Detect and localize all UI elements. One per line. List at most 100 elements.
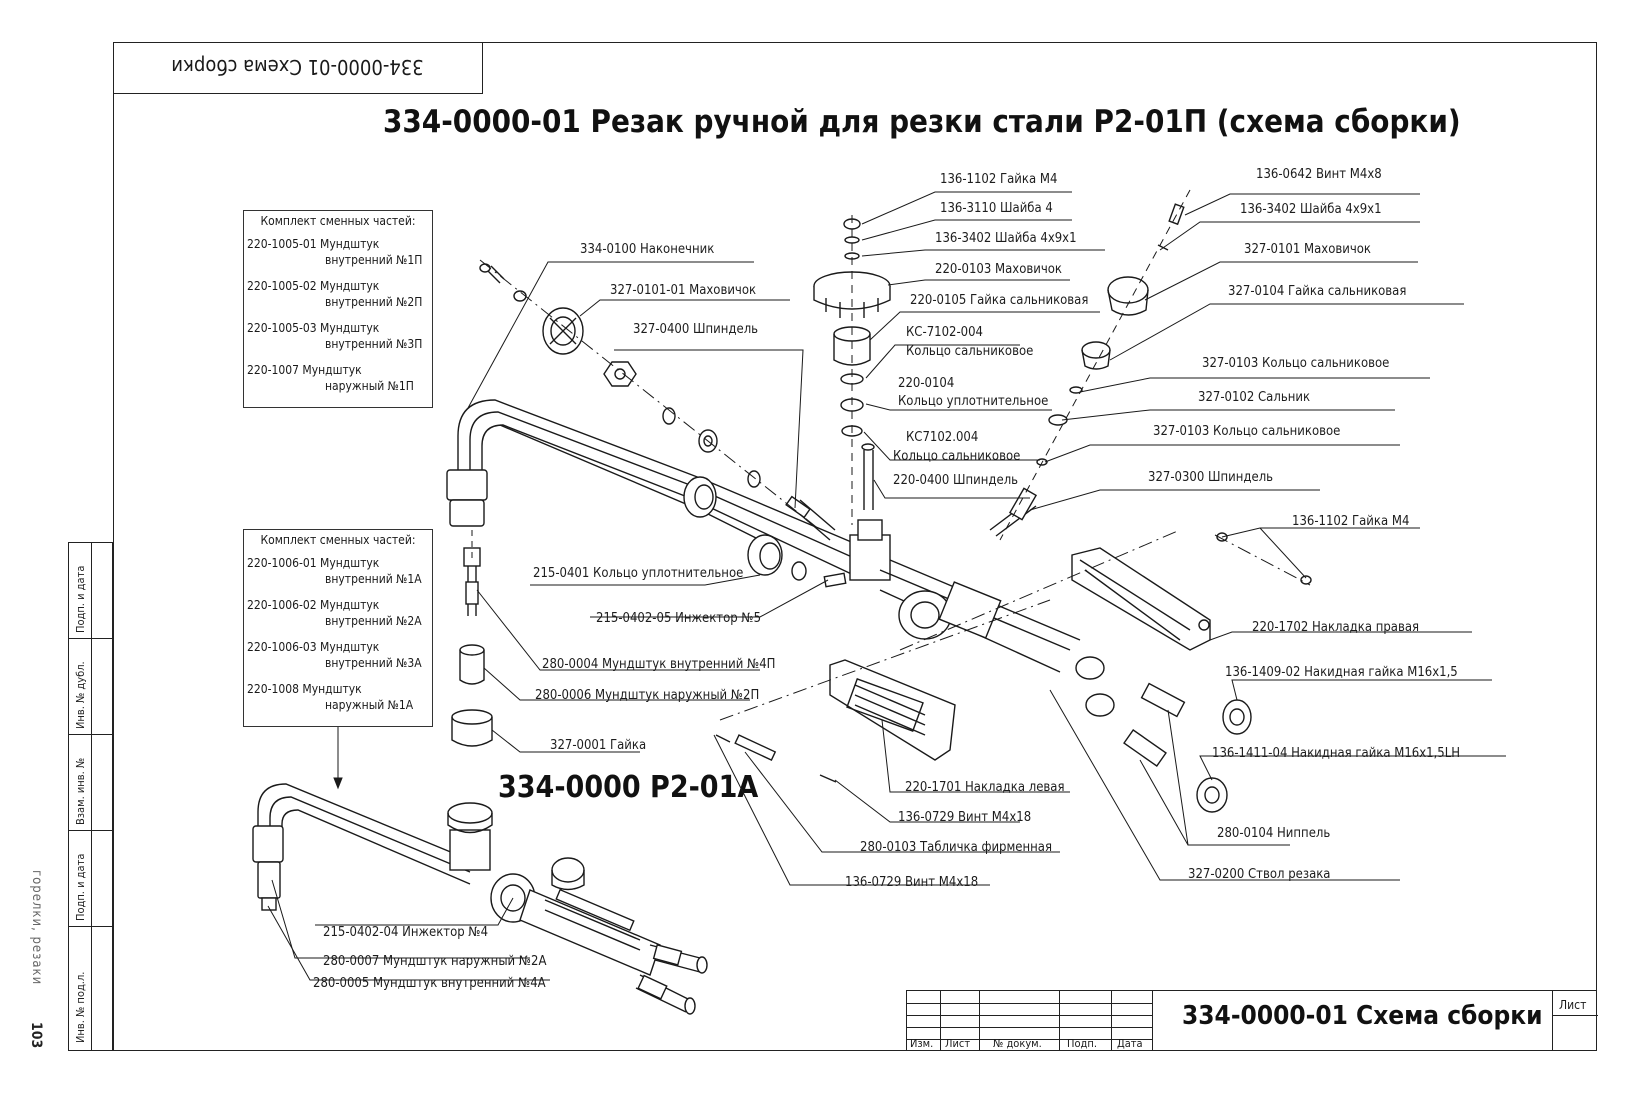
nut-m4-right	[1217, 534, 1311, 583]
gland	[1048, 414, 1068, 426]
left-side-strip: Подп. и дата Инв. № дубл. Взам. инв. № П…	[68, 542, 113, 1051]
left-exploded-parts	[479, 263, 761, 488]
secondary-title: 334-0000 Р2-01А	[498, 770, 759, 805]
tb-col-doc: № докум.	[993, 1037, 1042, 1050]
callout-ring-0104-1: 220-0104	[898, 376, 955, 391]
leader-lines	[267, 191, 1506, 981]
handwheel-0101	[1107, 276, 1149, 304]
screw-head	[479, 263, 491, 273]
tb-col-date: Дата	[1117, 1037, 1143, 1050]
callout-gland-ring-0103-a: 327-0103 Кольцо сальниковое	[1202, 356, 1390, 371]
callout-cover-left: 220-1701 Накладка левая	[905, 780, 1065, 795]
handwheel-0103	[825, 298, 879, 318]
callout-nut-m4-right: 136-1102 Гайка М4	[1292, 514, 1410, 529]
strip-label: Подп. и дата	[74, 853, 87, 921]
callout-spindle-0400: 220-0400 Шпиндель	[893, 473, 1019, 488]
callout-ks7102-b1: КС7102.004	[906, 430, 979, 445]
stamp-box: 334-0000-01 Схема сборки	[113, 42, 483, 94]
main-title: 334-0000-01 Резак ручной для резки стали…	[383, 104, 1461, 140]
centerlines	[479, 259, 1311, 721]
right-exploded-stack	[999, 189, 1191, 541]
callout-outer-tip-2a: 280-0007 Мундштук наружный №2А	[323, 954, 547, 969]
screw-m4x8	[1168, 203, 1185, 226]
sheet-title: 334-0000-01 Схема сборки	[1182, 1001, 1543, 1031]
valve-body	[849, 534, 891, 581]
washer	[662, 407, 676, 425]
tube-nut	[747, 534, 783, 576]
strip-label: Подп. и дата	[74, 565, 87, 633]
callout-union-nut-m16lh: 136-1411-04 Накидная гайка М16х1,5LH	[1212, 746, 1461, 761]
washer-4	[844, 236, 860, 244]
callout-screw-m4x18-a: 136-0729 Винт М4х18	[898, 810, 1032, 825]
callout-gland-0102: 327-0102 Сальник	[1198, 390, 1311, 405]
callout-ring-0401: 215-0401 Кольцо уплотнительное	[533, 566, 744, 581]
callout-injector-4: 215-0402-04 Инжектор №4	[323, 925, 489, 940]
callout-nut-0001: 327-0001 Гайка	[550, 738, 647, 753]
callout-ks7102-b2: Кольцо сальниковое	[893, 449, 1021, 464]
callout-injector-5: 215-0402-05 Инжектор №5	[596, 611, 762, 626]
handwheel-0101	[1107, 289, 1149, 316]
drawing-frame	[113, 42, 1597, 1051]
handwheel	[549, 317, 577, 345]
side-section-label: горелки, резаки	[29, 870, 44, 986]
spindle-0300	[1008, 487, 1038, 521]
callout-inner-tip-4a: 280-0005 Мундштук внутренний №4А	[313, 976, 546, 991]
washer	[513, 290, 527, 302]
strip-label: Инв. № под.л.	[74, 971, 87, 1043]
kit-box-top: Комплект сменных частей: 220-1005-01 Мун…	[243, 210, 433, 408]
strip-label: Инв. № дубл.	[74, 661, 87, 729]
gland-ring	[1069, 386, 1083, 394]
callout-barrel: 327-0200 Ствол резака	[1188, 867, 1331, 882]
spindle-vertical	[861, 443, 875, 451]
end-fittings	[1123, 682, 1252, 813]
callout-union-nut-m16: 136-1409-02 Накидная гайка М16х1,5	[1225, 665, 1458, 680]
callout-handwheel-0101-01: 327-0101-01 Маховичок	[610, 283, 757, 298]
tip-tube	[481, 424, 691, 500]
callout-tip-0100: 334-0100 Наконечник	[580, 242, 715, 257]
callout-spindle-0300: 327-0300 Шпиндель	[1148, 470, 1274, 485]
tip-head	[446, 469, 488, 501]
sheet-label: Лист	[1559, 998, 1587, 1012]
callout-screw-m4x18-b: 136-0729 Винт М4х18	[845, 875, 979, 890]
callout-washer-4x9x1-b: 136-3402 Шайба 4х9х1	[1240, 202, 1382, 217]
cover-left-shape	[715, 659, 956, 783]
tip-head	[449, 499, 485, 527]
lower-torch	[252, 783, 708, 1015]
gland-ring	[1036, 458, 1048, 466]
callout-spindle-327-0400: 327-0400 Шпиндель	[633, 322, 759, 337]
callout-screw-m4x8: 136-0642 Винт М4х8	[1256, 167, 1382, 182]
tb-col-sign: Подп.	[1067, 1037, 1097, 1050]
callout-ring-0104-2: Кольцо уплотнительное	[898, 394, 1049, 409]
tube-nut	[694, 484, 714, 510]
callout-nipple: 280-0104 Ниппель	[1217, 826, 1331, 841]
nameplate-shape	[734, 734, 777, 762]
barrel-block	[938, 581, 1002, 639]
callout-cover-right: 220-1702 Накладка правая	[1252, 620, 1420, 635]
washer	[703, 435, 713, 447]
tb-col-list: Лист	[945, 1037, 971, 1050]
valve-body	[857, 519, 883, 541]
strip-label: Взам. инв. №	[74, 757, 87, 825]
barrel-body	[910, 601, 940, 629]
callout-inner-tip-4p: 280-0004 Мундштук внутренний №4П	[542, 657, 776, 672]
callout-handwheel-0101: 327-0101 Маховичок	[1244, 242, 1371, 257]
tips-column	[451, 530, 493, 747]
tip-tube	[457, 399, 701, 500]
callout-gland-nut-0105: 220-0105 Гайка сальниковая	[910, 293, 1089, 308]
page-number: 103	[28, 1022, 44, 1049]
upper-torch	[446, 399, 1115, 717]
screw-shape	[715, 734, 837, 783]
ring	[791, 561, 807, 581]
title-block: Изм. Лист № докум. Подп. Дата 334-0000-0…	[906, 990, 1598, 1051]
kit-heading: Комплект сменных частей:	[260, 533, 416, 547]
gland-nut-0104	[1081, 349, 1111, 370]
callout-washer-4x9x1-a: 136-3402 Шайба 4х9х1	[935, 231, 1077, 246]
handwheel	[550, 316, 576, 346]
callout-gland-ring-0103-b: 327-0103 Кольцо сальниковое	[1153, 424, 1341, 439]
